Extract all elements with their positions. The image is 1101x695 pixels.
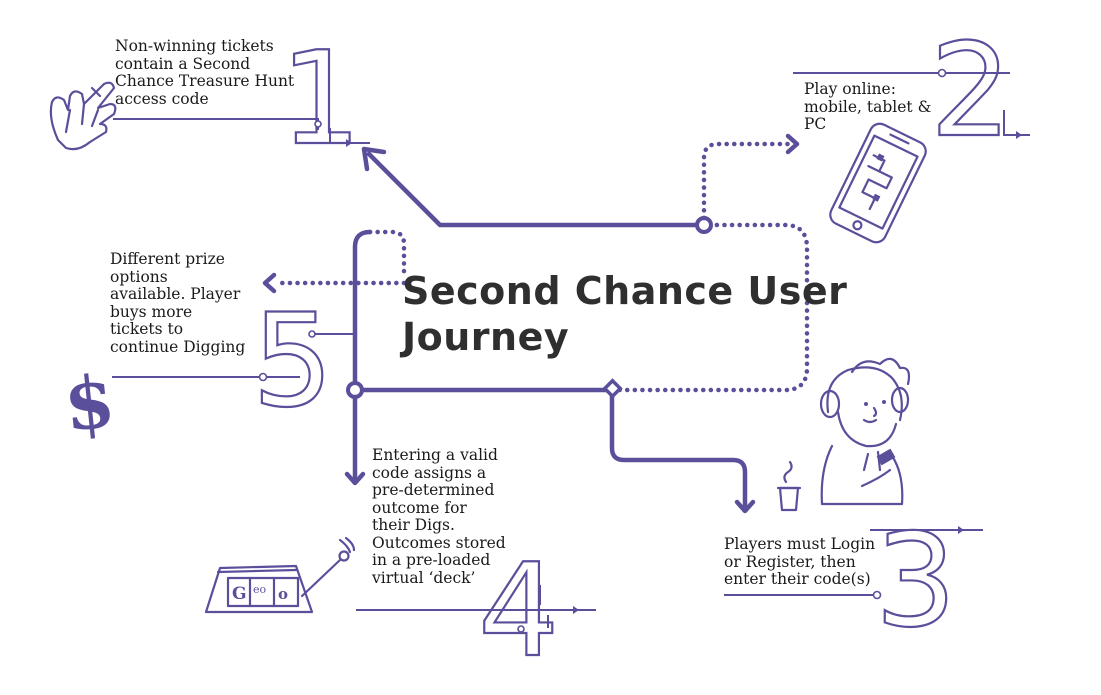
line-to-step3	[609, 393, 748, 511]
step4-text: Entering a valid code assigns a pre-dete…	[372, 446, 506, 587]
central-frame	[262, 133, 810, 514]
smartphone-icon	[829, 122, 927, 244]
arrow-to-step4	[344, 471, 366, 486]
step4-number: 4	[356, 536, 596, 687]
slot-machine-icon: G eo o	[204, 536, 356, 614]
title-line-1: Second Chance User	[402, 269, 848, 313]
dollar-glyph: $	[60, 358, 119, 448]
dotted-to-step2	[701, 141, 793, 221]
arrow-to-step2	[785, 133, 800, 155]
arrow-to-step1	[361, 146, 387, 172]
pointing-hand-icon	[49, 81, 117, 151]
arrow-to-step5	[262, 272, 277, 294]
step1-number: 1	[113, 24, 370, 175]
step5-text: Different prize options available. Playe…	[110, 250, 246, 356]
slot-reel-1: G	[232, 584, 247, 604]
step2-text: Play online: mobile, tablet & PC	[804, 80, 932, 133]
coffee-cup-icon	[776, 460, 802, 512]
step2-number: 2	[793, 16, 1030, 167]
frame-dotted-topleft	[367, 229, 407, 281]
diagram-title: Second Chance User Journey	[402, 268, 847, 360]
step1-digit: 1	[280, 25, 361, 174]
step5-number: 5	[112, 286, 355, 437]
frame-dotted-right	[609, 222, 810, 393]
step1-text: Non-winning tickets contain a Second Cha…	[115, 37, 295, 108]
step4-digit: 4	[478, 537, 559, 686]
arrow-to-step3	[734, 499, 756, 514]
step2-digit: 2	[930, 17, 1011, 166]
slot-reel-2: eo	[253, 583, 267, 596]
slot-reel-3: o	[278, 585, 288, 603]
title-line-2: Journey	[402, 315, 570, 359]
step3-digit: 3	[875, 507, 956, 656]
step3-text: Players must Login or Register, then ent…	[724, 535, 876, 588]
step5-digit: 5	[252, 287, 333, 436]
step3-number: 3	[724, 506, 983, 657]
node-diamond	[602, 378, 623, 399]
frame-left-stub	[352, 229, 373, 393]
dollar-sign-icon: $	[60, 358, 119, 448]
frame-top-line	[366, 151, 703, 228]
headphones-user-icon	[819, 357, 911, 506]
